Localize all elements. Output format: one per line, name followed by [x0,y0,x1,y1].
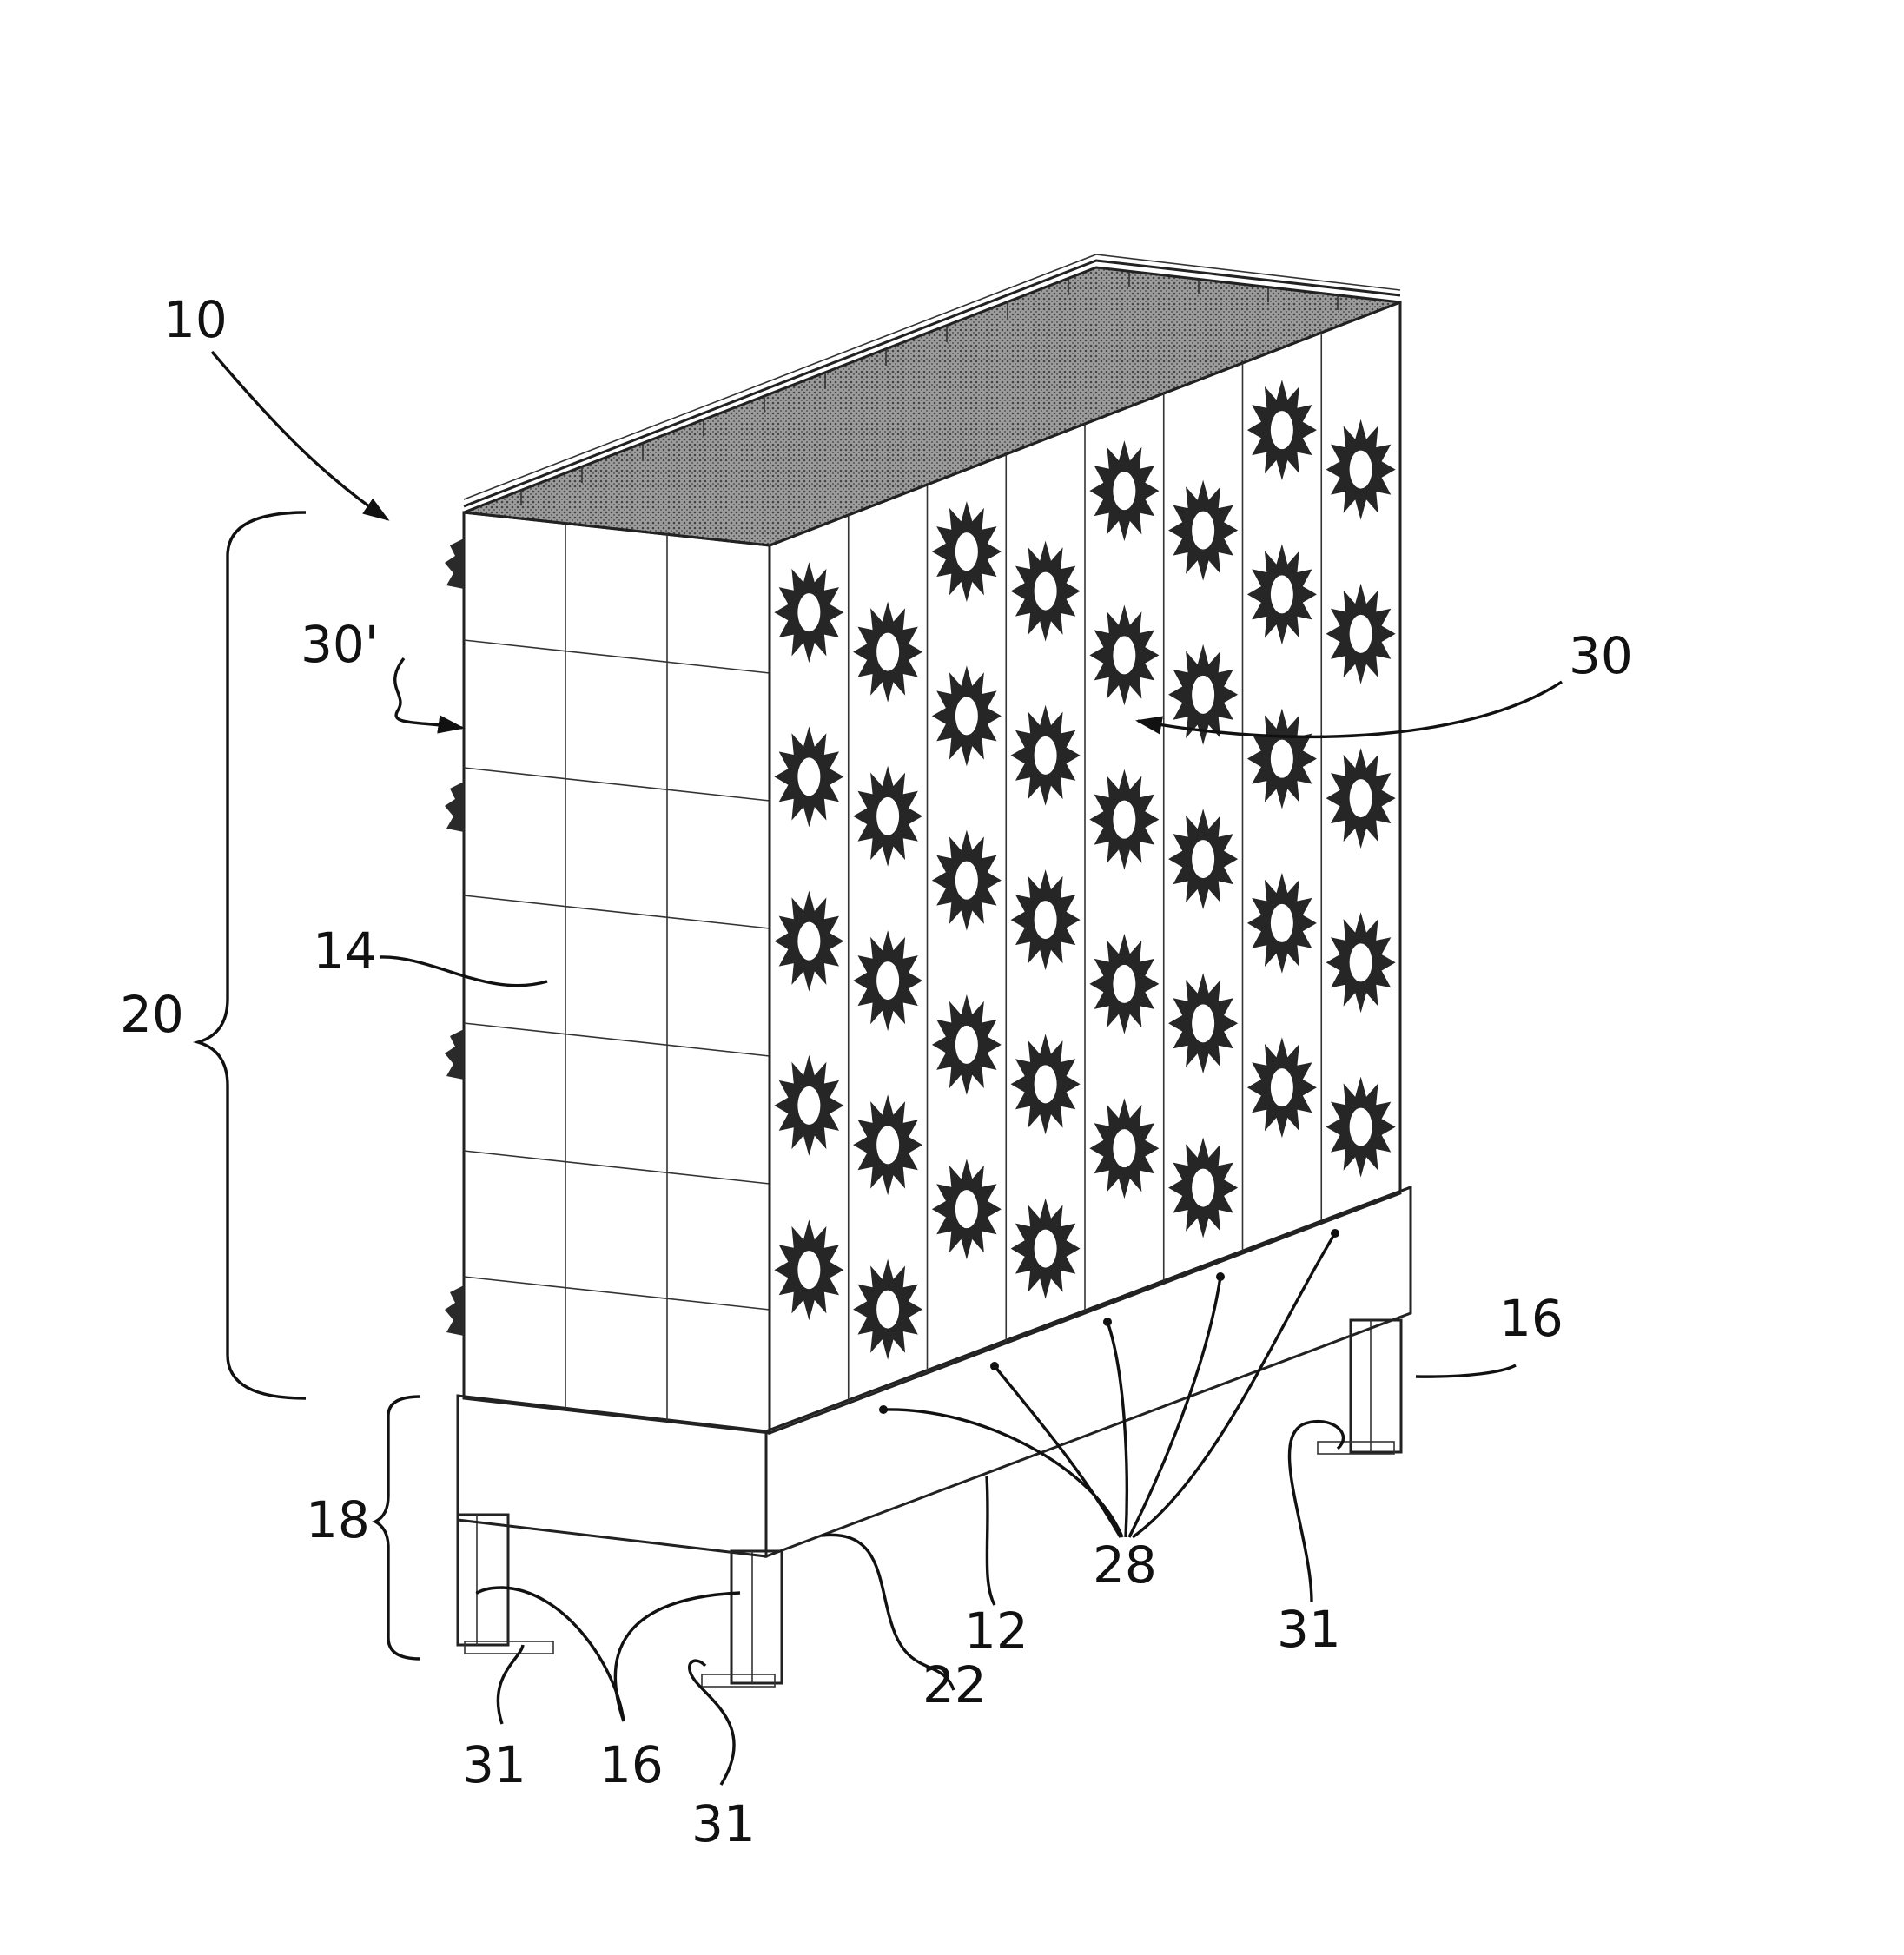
plant-opening [1247,709,1317,809]
plant-opening [1326,419,1396,520]
label-31-middle: 31 [691,1794,756,1853]
planter-top [464,254,1400,545]
label-31-right: 31 [1277,1600,1341,1659]
plant-opening [1089,440,1159,541]
front-panel-seams [849,333,1322,1403]
leg-back-right [1318,1320,1401,1454]
plant-opening [853,1094,922,1195]
plant-opening [774,1219,843,1320]
plant-opening [1247,1037,1317,1138]
plant-opening [853,930,922,1031]
side-edge-rosettes [445,538,464,1336]
plant-opening [932,665,1002,766]
side-panel [445,512,770,1433]
soil-surface [464,267,1400,545]
plant-opening [1089,934,1159,1034]
label-12: 12 [964,1602,1028,1661]
plant-opening [1168,1138,1238,1238]
plant-opening [1089,769,1159,870]
plant-opening [1326,1077,1396,1178]
plant-opening [774,562,843,663]
leg-front-right [702,1551,782,1687]
plant-opening [1011,1199,1081,1299]
plant-opening [1011,705,1081,806]
plant-opening [1247,544,1317,644]
plant-opening [1326,912,1396,1013]
plant-opening [853,766,922,867]
label-20: 20 [120,985,184,1044]
label-30: 30 [1569,626,1633,685]
plant-opening [1089,604,1159,705]
plant-opening [932,1159,1002,1259]
label-14: 14 [313,921,377,981]
plant-opening [774,891,843,992]
plant-opening [1089,1098,1159,1199]
leader-lines [212,352,1562,1785]
bracket-planter-section [198,512,306,1398]
plant-opening [853,1259,922,1360]
bracket-base-section [375,1397,420,1659]
base-side-face [458,1396,766,1556]
side-panel-seams [464,524,770,1421]
plant-opening [932,994,1002,1095]
plant-opening [1011,869,1081,970]
plant-opening [932,501,1002,602]
label-28: 28 [1093,1536,1157,1595]
plant-opening [1247,380,1317,480]
plant-opening [1247,873,1317,974]
leg-front-left [458,1515,553,1654]
label-22: 22 [922,1655,987,1714]
plant-opening [932,830,1002,931]
label-16-left: 16 [599,1735,664,1794]
plant-opening [853,602,922,703]
drainage-holes [879,1229,1339,1414]
label-16-right: 16 [1499,1289,1564,1348]
plant-opening [1011,1034,1081,1134]
plant-opening [1326,584,1396,684]
plant-opening [774,1055,843,1156]
plant-opening [1011,541,1081,642]
base-front-face [766,1187,1411,1556]
label-30-prime: 30' [301,615,379,674]
plant-opening [1168,480,1238,581]
plant-opening [1168,809,1238,909]
plant-opening [774,726,843,827]
label-10: 10 [163,290,228,349]
label-18: 18 [306,1490,370,1549]
plant-opening [1168,973,1238,1073]
reference-labels: 10 30' 30 14 20 18 16 28 12 31 22 31 16 … [120,290,1633,1853]
label-31-left: 31 [462,1735,526,1794]
plant-opening [1326,748,1396,849]
